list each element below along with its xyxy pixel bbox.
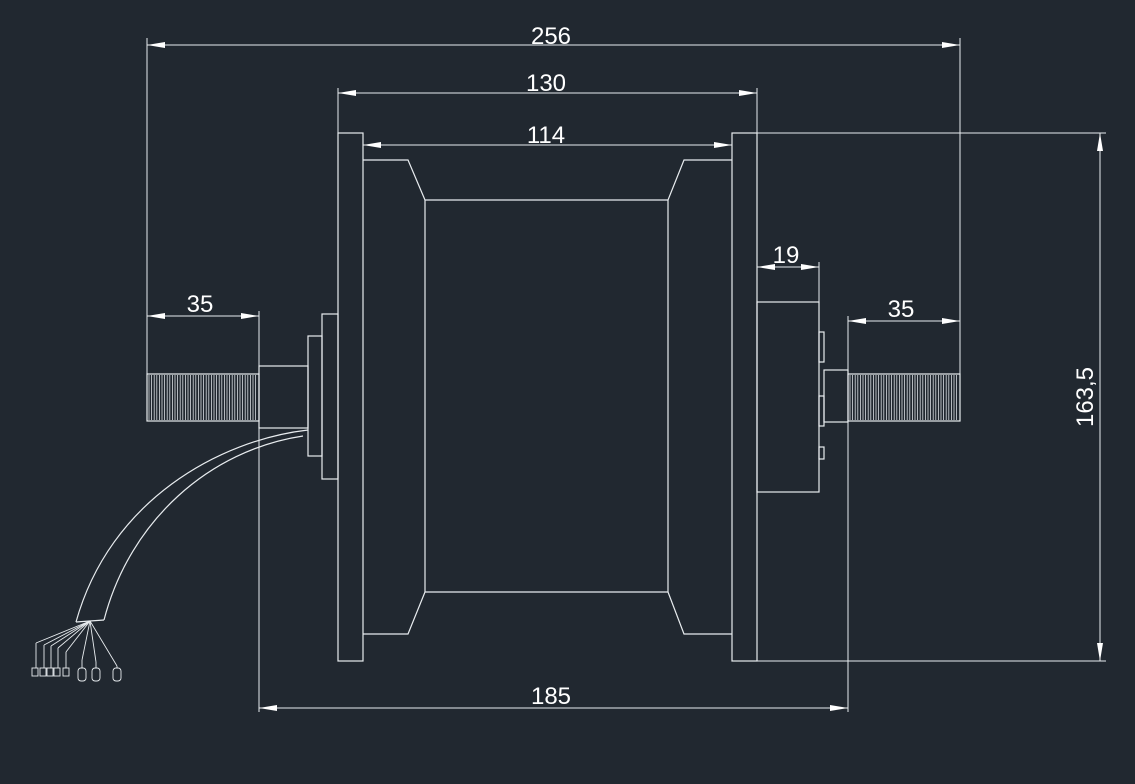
wire-connectors [31,667,122,682]
left-flange [337,132,364,662]
left-axle-assembly [146,313,339,480]
left-threaded-axle [146,373,260,422]
dim-163-5: 163,5 [1072,133,1103,661]
dim-label-left-35: 35 [187,291,214,318]
cable-outer-edge [75,429,309,623]
dim-left-35: 35 [147,291,259,319]
dim-label-163-5: 163,5 [1072,367,1099,427]
cable-inner-edge [103,435,304,621]
hub-shell [363,159,732,635]
dim-185: 185 [259,683,848,711]
dim-label-130: 130 [526,70,566,97]
dim-label-114: 114 [527,122,565,149]
right-thread-hatching [849,375,957,420]
right-threaded-axle [847,373,961,422]
left-thread-hatching [148,375,257,420]
dim-114: 114 [363,122,732,149]
right-axle-assembly [756,301,961,493]
right-tab-middle [818,395,825,427]
brake-hub-housing [756,301,820,493]
dim-label-256: 256 [531,23,571,50]
center-drum [424,200,669,592]
dim-label-185: 185 [531,683,571,710]
extension-lines [146,38,1106,712]
right-axle-shank [823,369,849,423]
dim-label-right-35: 35 [888,296,915,323]
right-tab-bottom [818,446,825,460]
dim-label-19: 19 [773,242,800,269]
right-flange [731,132,758,662]
left-bearing-cap [321,313,339,480]
dim-256: 256 [147,23,960,50]
power-cable [31,429,309,682]
dim-right-35: 35 [848,296,960,324]
cable-wires [35,620,118,668]
right-tab-top [818,331,825,363]
motor-body [337,132,758,662]
left-bearing-seat [307,335,323,457]
dim-19: 19 [757,242,819,270]
dim-130: 130 [338,70,757,97]
left-axle-shank [258,365,309,429]
